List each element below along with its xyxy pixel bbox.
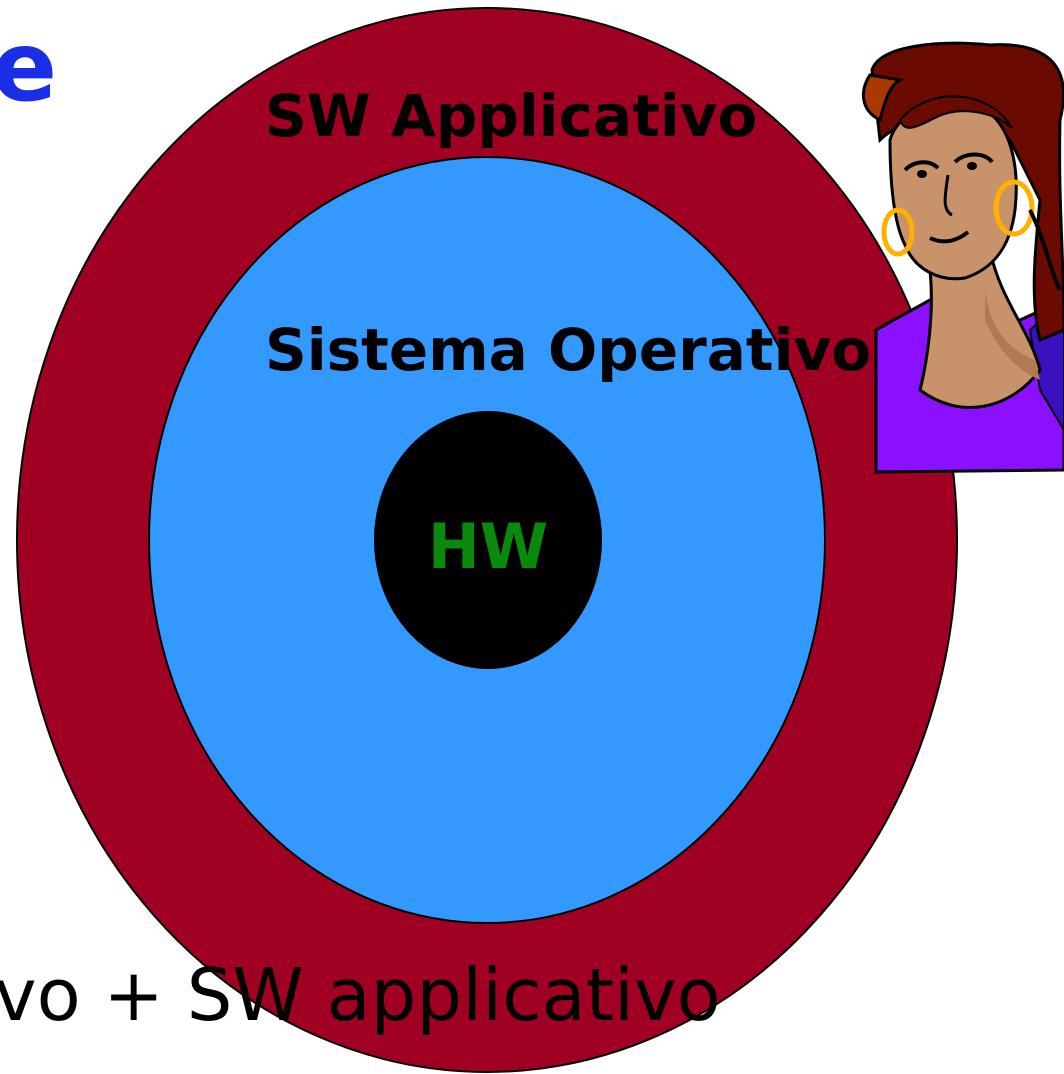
- core-layer-label: HW: [428, 510, 548, 583]
- woman-figure-icon: [861, 41, 1064, 474]
- footer-text: vo + SW applicativo: [0, 953, 721, 1037]
- title-fragment: e: [0, 11, 57, 123]
- middle-layer-label: Sistema Operativo: [265, 316, 871, 384]
- core-layer-hw: [374, 411, 602, 669]
- outer-layer-label: SW Applicativo: [265, 82, 757, 150]
